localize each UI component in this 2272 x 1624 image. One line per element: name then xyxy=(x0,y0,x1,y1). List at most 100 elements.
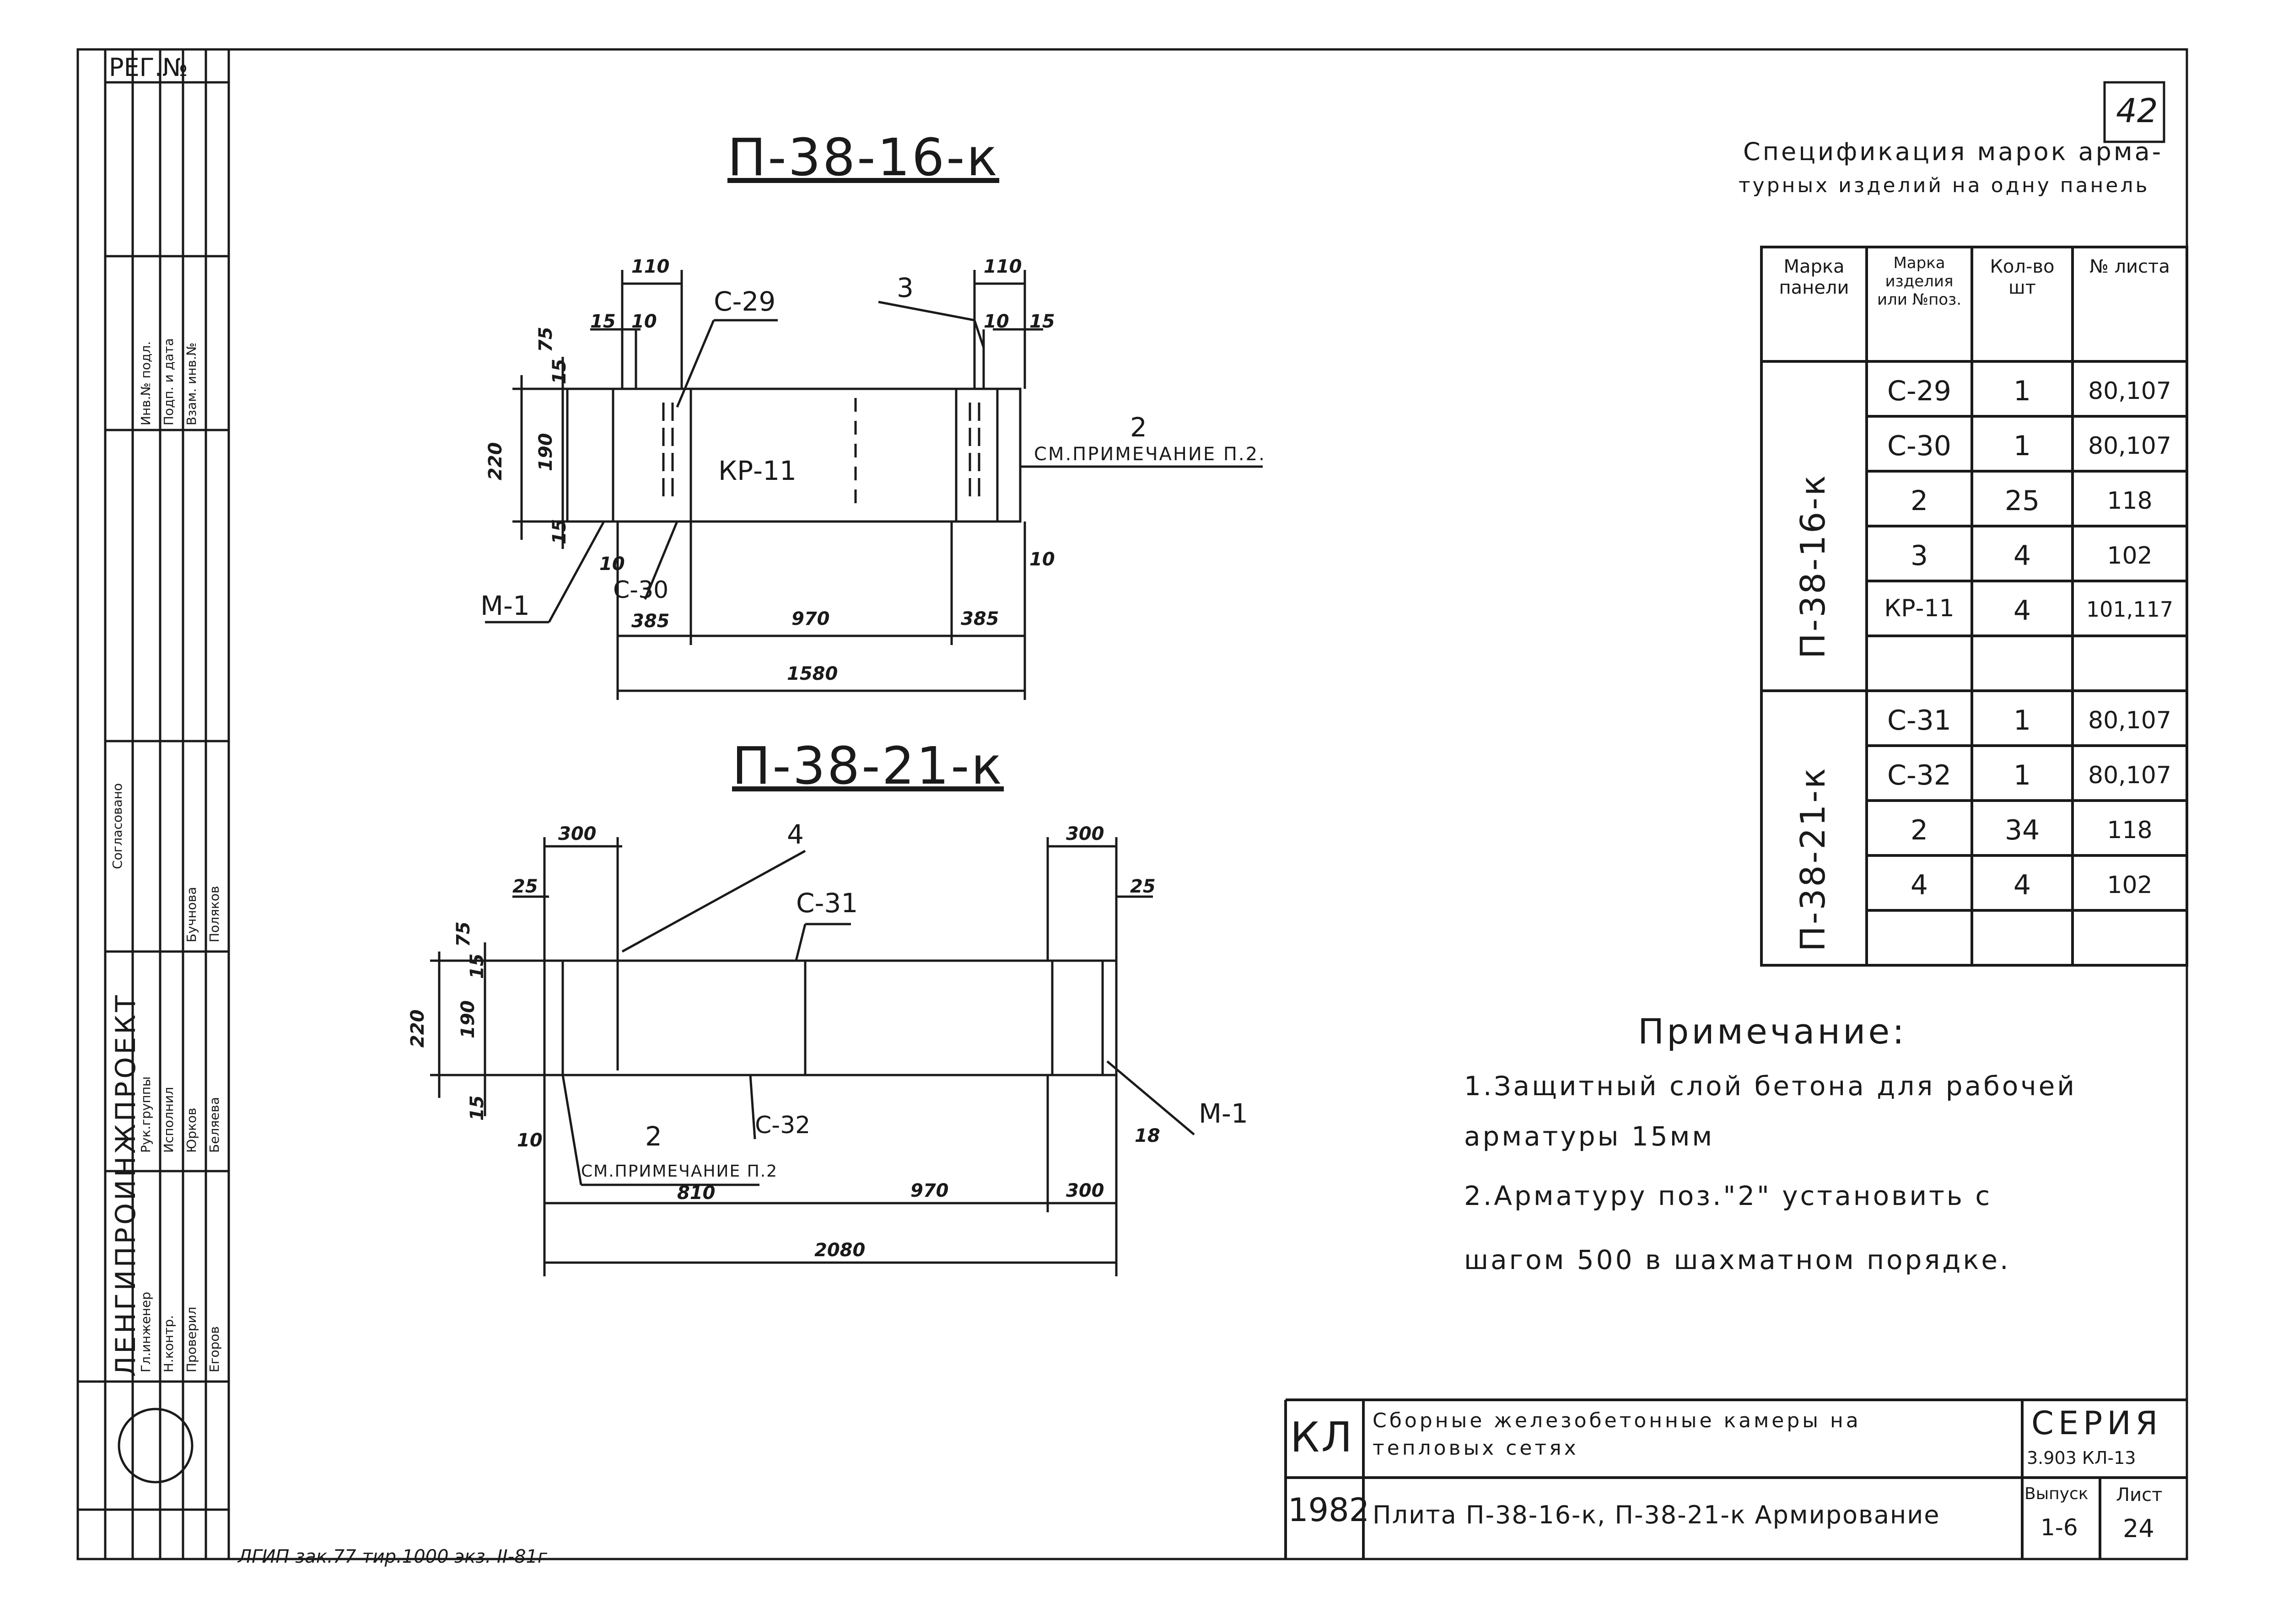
panel2-dim-75: 75 xyxy=(453,921,474,947)
title-sheet-value: 24 xyxy=(2123,1514,2154,1543)
stamp-name-5: Поляков xyxy=(207,886,222,942)
title-series-value: 3.903 КЛ-13 xyxy=(2027,1448,2136,1468)
title-drawing-name: Плита П-38-16-к, П-38-21-к Армирование xyxy=(1373,1500,1940,1529)
notes-line2: арматуры 15мм xyxy=(1464,1121,1715,1152)
panel1-c29-label: С-29 xyxy=(714,286,776,317)
spec-cell: 80,107 xyxy=(2088,377,2171,405)
spec-cell: 80,107 xyxy=(2088,762,2171,789)
spec-panel-1: П-38-16-к xyxy=(1793,473,1833,659)
panel2-c32-label: С-32 xyxy=(755,1112,811,1139)
panel1-dim-15b: 15 xyxy=(1029,311,1055,332)
stamp-extra-1: Согласовано xyxy=(110,783,125,869)
spec-cell: 1 xyxy=(2013,375,2031,407)
spec-cell: С-32 xyxy=(1887,759,1951,791)
title-year: 1982 xyxy=(1288,1491,1370,1529)
panel1-title: П-38-16-к xyxy=(727,128,1000,188)
spec-cell: 34 xyxy=(2004,814,2040,846)
bottom-print-note: ЛГИП зак.77 тир.1000 экз. II-81г xyxy=(238,1546,548,1567)
panel2-title: П-38-21-к xyxy=(732,737,1004,796)
title-sheet-label: Лист xyxy=(2116,1484,2163,1506)
panel2-dim-190: 190 xyxy=(458,1000,479,1039)
panel2-dim-10: 10 xyxy=(517,1130,543,1151)
panel1-dim-110b: 110 xyxy=(984,256,1022,277)
spec-cell: 118 xyxy=(2107,817,2153,844)
panel1-dim-970: 970 xyxy=(791,608,830,629)
spec-cell: 1 xyxy=(2013,430,2031,462)
spec-cell: 3 xyxy=(1910,540,1928,572)
panel2-dim-2080: 2080 xyxy=(814,1240,866,1261)
spec-cell: 1 xyxy=(2013,759,2031,791)
panel2-dim-970: 970 xyxy=(910,1180,949,1201)
org-name: ЛЕНГИПРОИНЖПРОЕКТ xyxy=(110,992,142,1377)
notes-title: Примечание: xyxy=(1638,1011,1907,1052)
spec-header-panel: Марка панели xyxy=(1779,256,1849,298)
panel2-pos2-label: 2 xyxy=(645,1121,662,1152)
stamp-name-1: Юрков xyxy=(184,1108,199,1153)
notes-line4: шагом 500 в шахматном порядке. xyxy=(1464,1244,2011,1275)
spec-cell: 25 xyxy=(2004,485,2040,517)
reg-label: РЕГ.№ xyxy=(109,53,188,82)
panel1-dim-15c: 15 xyxy=(549,359,570,384)
title-issue-value: 1-6 xyxy=(2040,1514,2078,1541)
stamp-extra-3: Подп. и дата xyxy=(161,338,176,425)
spec-cell: 4 xyxy=(1910,869,1928,901)
spec-header-qty: Кол-во шт xyxy=(1990,256,2055,298)
stamp-name-4: Бучнова xyxy=(184,887,199,942)
panel1-pos2-label: 2 xyxy=(1130,412,1147,443)
panel1-pos3-label: 3 xyxy=(897,272,914,303)
panel1-dim-385a: 385 xyxy=(631,611,670,632)
title-desc-line2: тепловых сетях xyxy=(1373,1436,1579,1460)
panel1-note-ref: СМ.ПРИМЕЧАНИЕ П.2. xyxy=(1034,444,1266,465)
stamp-role-3: Н.контр. xyxy=(161,1315,176,1372)
panel1-dim-75: 75 xyxy=(535,327,556,352)
spec-cell: С-29 xyxy=(1887,375,1951,407)
panel1-dim-220: 220 xyxy=(485,442,506,481)
panel2-pos4-label: 4 xyxy=(787,819,804,850)
stamp-name-3: Беляева xyxy=(207,1097,222,1153)
panel1-dim-190: 190 xyxy=(535,433,556,472)
spec-header-item: Марка изделия или №поз. xyxy=(1877,254,1961,309)
panel2-c31-label: С-31 xyxy=(796,887,858,919)
panel2-dim-300b: 300 xyxy=(1066,823,1104,844)
panel1-dim-110a: 110 xyxy=(631,256,670,277)
panel1-dim-10c: 10 xyxy=(599,554,625,575)
stamp-name-2: Егоров xyxy=(207,1326,222,1372)
panel1-dim-10b: 10 xyxy=(984,311,1009,332)
panel2-dim-15: 15 xyxy=(467,953,488,979)
title-issue-label: Выпуск xyxy=(2024,1484,2089,1503)
spec-header-sheet: № листа xyxy=(2089,256,2170,277)
panel1-drawing xyxy=(485,270,1263,700)
panel1-dim-15a: 15 xyxy=(590,311,616,332)
spec-cell: 80,107 xyxy=(2088,707,2171,734)
panel2-dim-220: 220 xyxy=(407,1009,428,1048)
panel1-dim-10d: 10 xyxy=(1029,549,1055,570)
outer-frame xyxy=(76,48,2188,1560)
sheet-number-top: 42 xyxy=(2116,91,2158,130)
title-block-grid xyxy=(1284,1398,2187,1559)
spec-cell: 101,117 xyxy=(2086,597,2174,622)
notes-line1: 1.Защитный слой бетона для рабочей xyxy=(1464,1070,2077,1102)
spec-cell: С-31 xyxy=(1887,704,1951,737)
spec-cell: 4 xyxy=(2013,595,2031,627)
panel2-note-ref: СМ.ПРИМЕЧАНИЕ П.2 xyxy=(581,1162,778,1181)
stamp-extra-2: Инв.№ подл. xyxy=(138,341,153,425)
panel1-dim-15d: 15 xyxy=(549,519,570,544)
panel2-dim-18: 18 xyxy=(1135,1125,1160,1146)
spec-cell: 2 xyxy=(1910,485,1928,517)
spec-cell: 102 xyxy=(2107,542,2153,570)
spec-cell: С-30 xyxy=(1887,430,1951,462)
panel1-c30-label: С-30 xyxy=(613,576,669,604)
stamp-role-4: Исполнил xyxy=(161,1086,176,1153)
stamp-role-5: Проверил xyxy=(184,1307,199,1372)
spec-cell: 118 xyxy=(2107,487,2153,515)
panel2-m1-label: М-1 xyxy=(1199,1098,1248,1129)
spec-title-line2: турных изделий на одну панель xyxy=(1739,174,2150,197)
spec-cell: 2 xyxy=(1910,814,1928,846)
spec-cell: 102 xyxy=(2107,871,2153,899)
stamp-extra-4: Взам. инв.№ xyxy=(184,342,199,425)
panel2-dim-810: 810 xyxy=(677,1183,716,1204)
title-desc-line1: Сборные железобетонные камеры на xyxy=(1373,1409,1861,1432)
panel2-dim-300c: 300 xyxy=(1066,1180,1104,1201)
spec-cell: 4 xyxy=(2013,869,2031,901)
